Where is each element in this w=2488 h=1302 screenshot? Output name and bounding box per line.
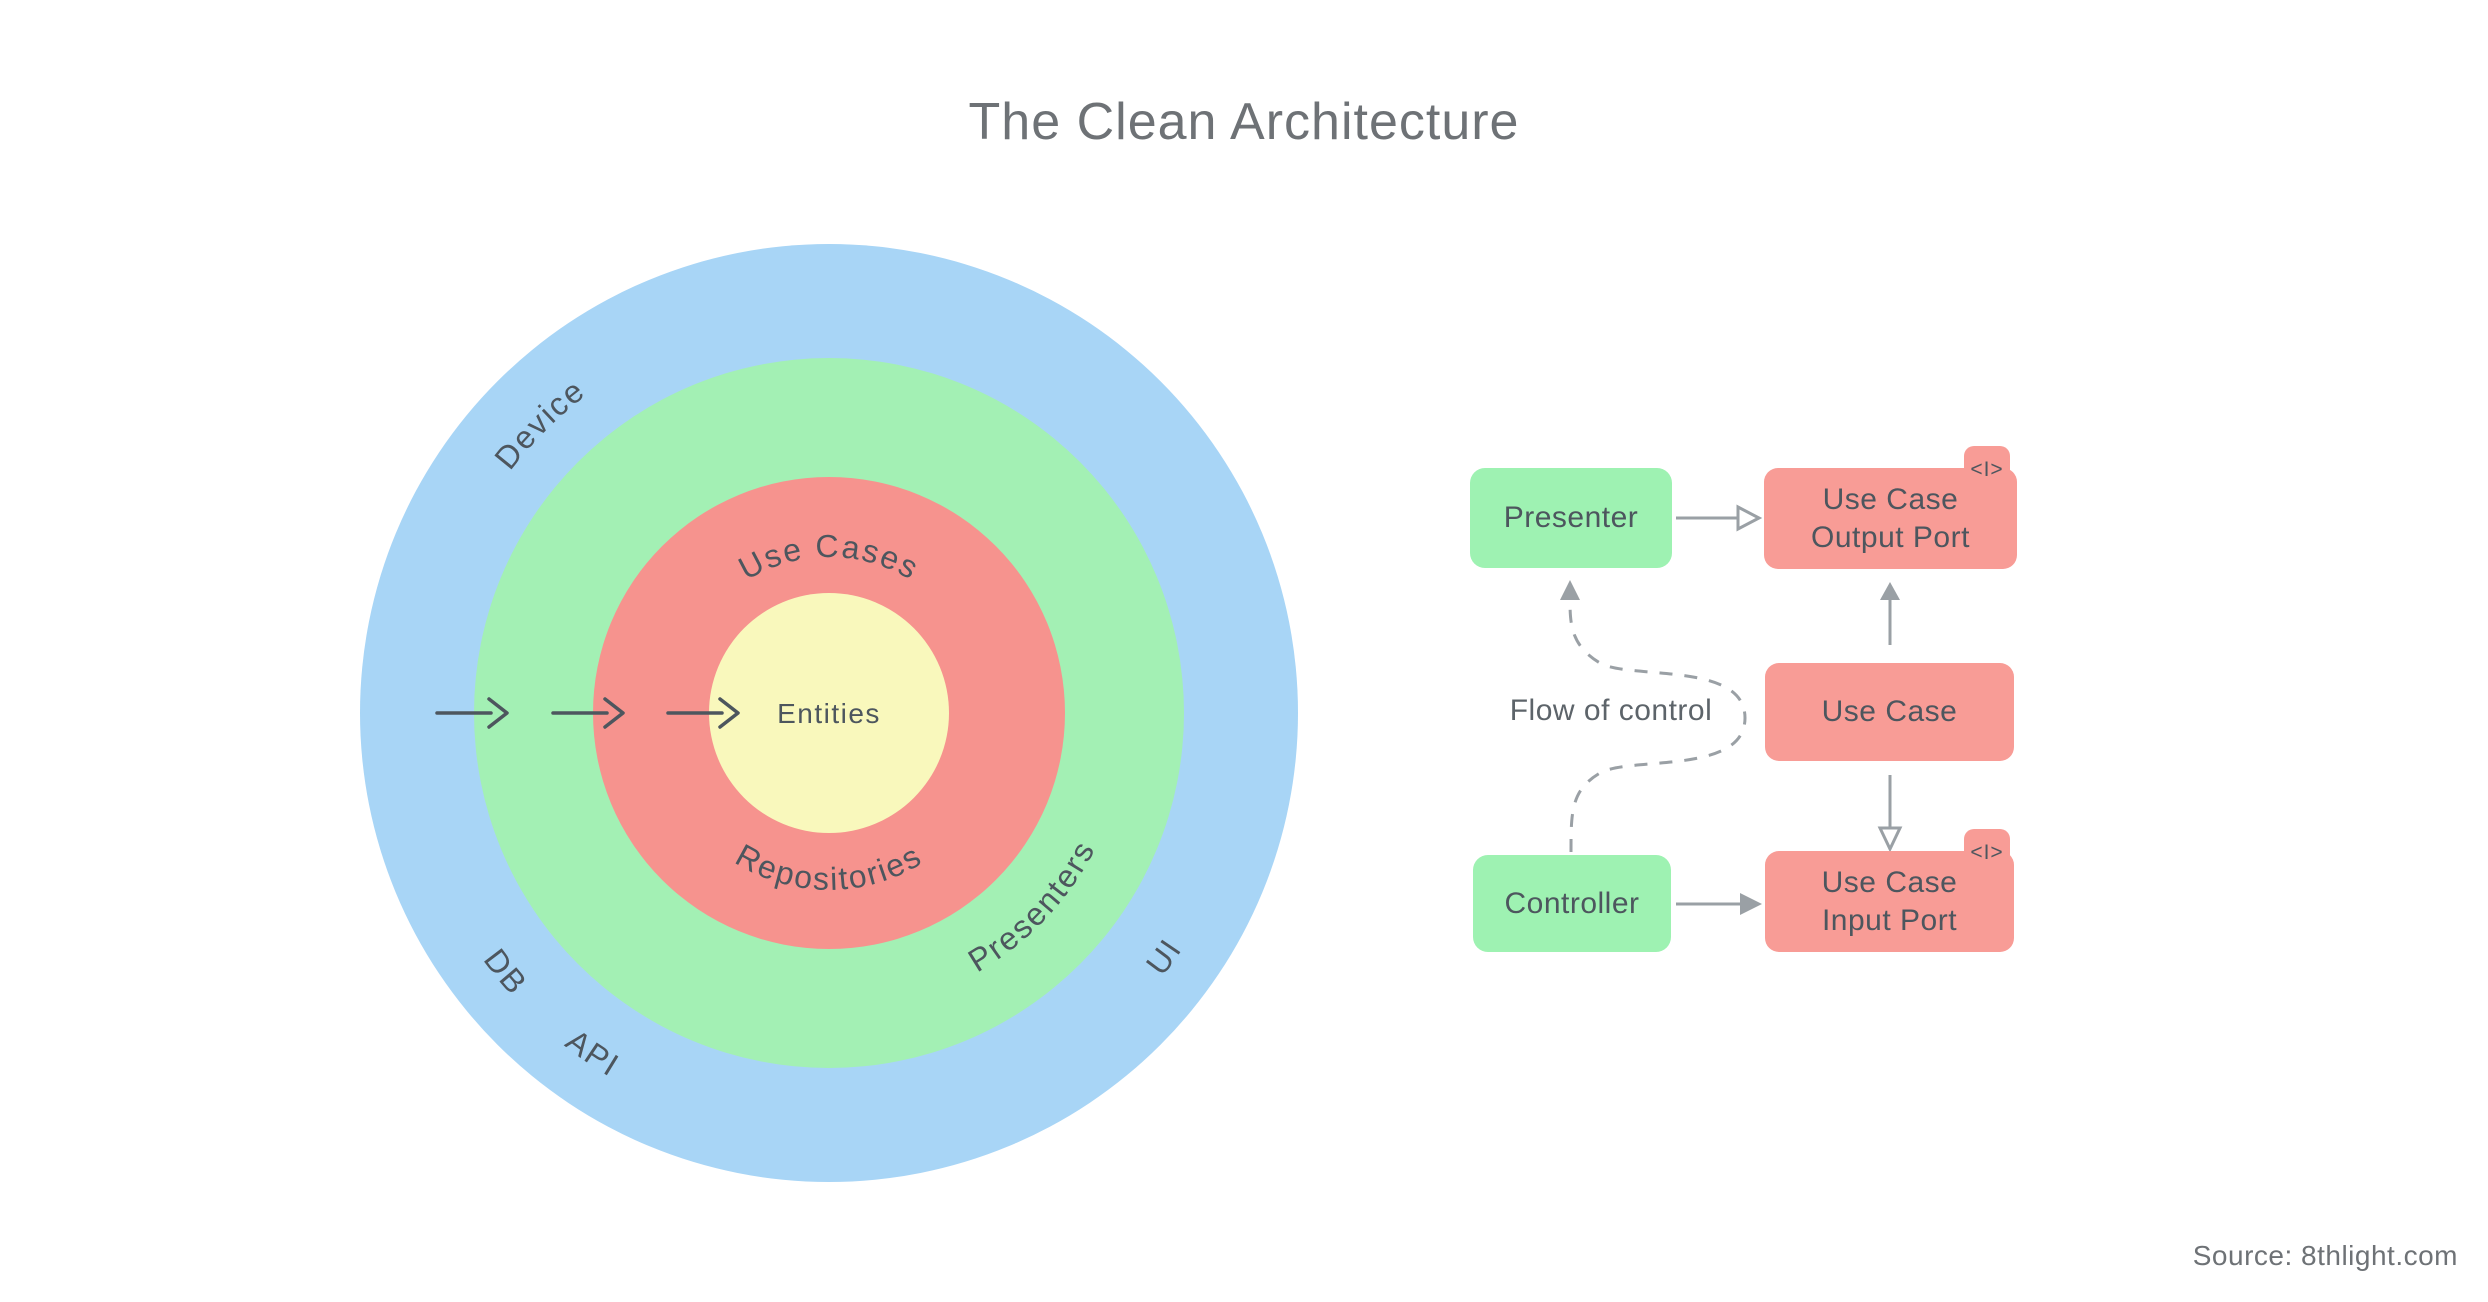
presenter-box: Presenter: [1470, 468, 1672, 568]
flow-of-control-label: Flow of control: [1509, 694, 1713, 727]
inward-arrow: [551, 697, 625, 729]
page-title: The Clean Architecture: [968, 93, 1520, 151]
use-case-input-port-box: Use Case Input Port: [1765, 851, 2014, 952]
use-case-box: Use Case: [1765, 663, 2014, 761]
inward-arrow: [666, 697, 740, 729]
interface-badge: <I>: [1970, 841, 2004, 864]
flow-of-control-arrow: [1560, 580, 1747, 853]
arrow-usecase-to-input-port: [1877, 775, 1903, 853]
arrow-controller-to-input-port: [1676, 893, 1762, 915]
controller-box: Controller: [1473, 855, 1671, 952]
inward-arrow: [435, 697, 509, 729]
interface-badge: <I>: [1970, 458, 2004, 481]
arrow-presenter-to-output-port: [1676, 504, 1763, 532]
arrow-usecase-to-output-port: [1880, 582, 1900, 645]
ring-enterprise-business-rules: [709, 593, 949, 833]
ring-label-entities: Entities: [777, 698, 881, 729]
source-credit: Source: 8thlight.com: [2192, 1240, 2458, 1271]
use-case-output-port-box: Use Case Output Port: [1764, 468, 2017, 569]
